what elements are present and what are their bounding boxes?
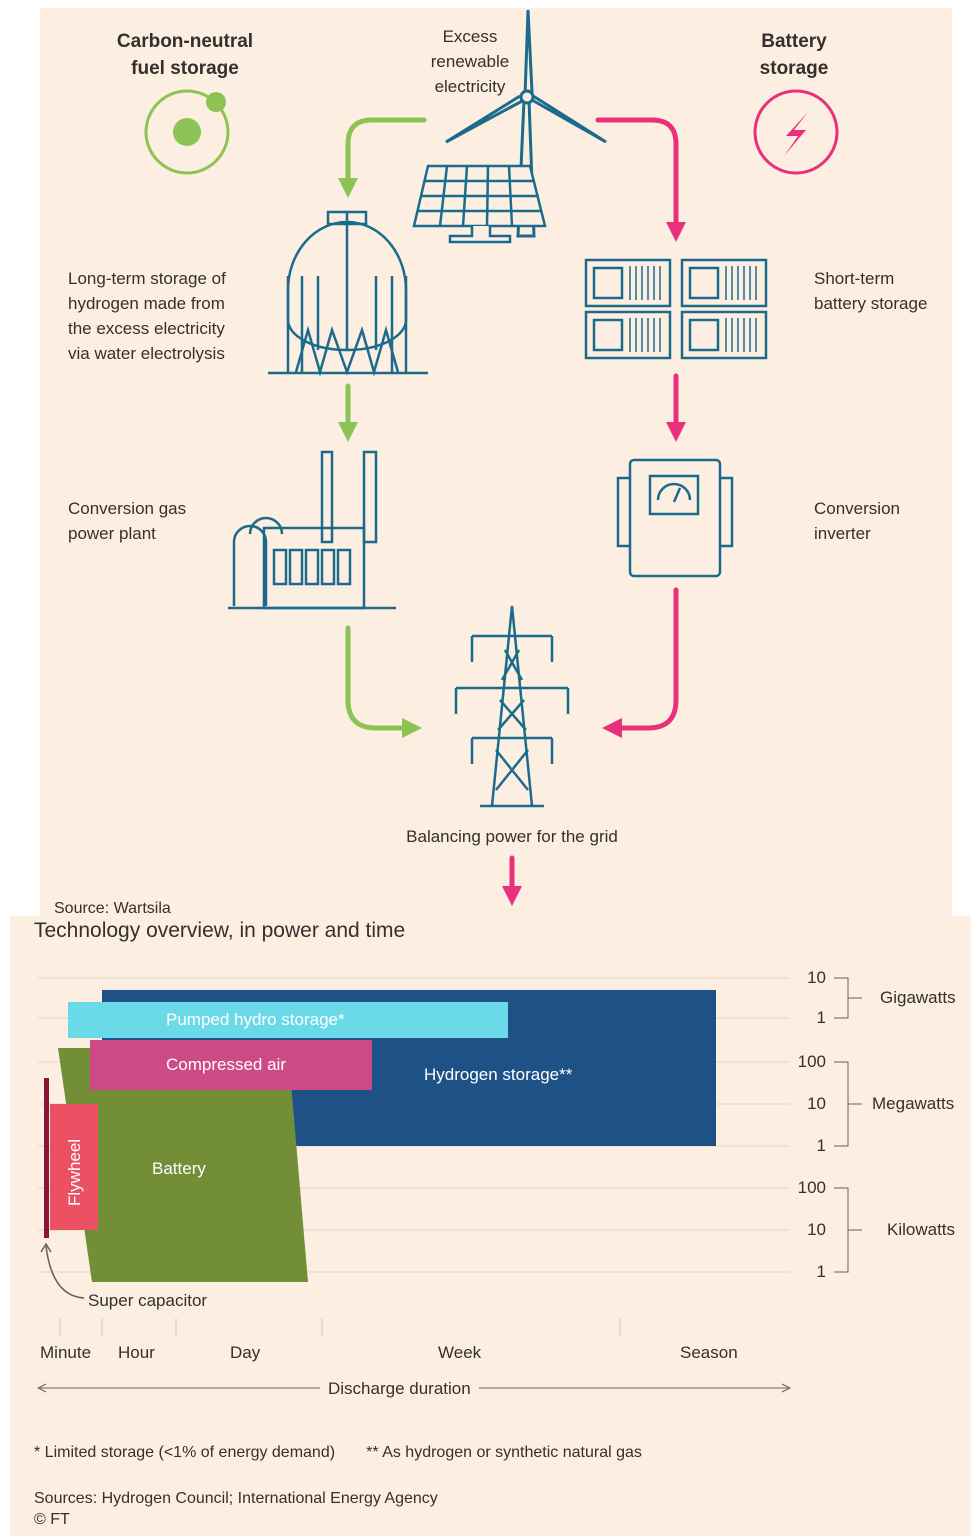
label-compressed-air: Compressed air xyxy=(166,1055,286,1074)
gas-plant-description: Conversion gas power plant xyxy=(68,499,187,543)
y-tick-label-0: 10 xyxy=(807,968,826,987)
fuel-storage-icon xyxy=(144,89,230,175)
chart-footnote: * Limited storage (<1% of energy demand)… xyxy=(34,1444,642,1461)
y-tick-label-1: 1 xyxy=(816,1008,826,1027)
excess-electricity-label: Excess renewable electricity xyxy=(430,27,510,96)
y-tick-label-4: 1 xyxy=(816,1136,826,1155)
x-tick-label-week: Week xyxy=(438,1343,482,1362)
flow-arrows xyxy=(338,117,686,906)
diagram-source: Source: Wartsila xyxy=(54,900,171,917)
inverter-description: Conversion inverter xyxy=(814,499,900,543)
label-flywheel: Flywheel xyxy=(65,1138,84,1206)
y-tick-label-3: 10 xyxy=(807,1094,826,1113)
bar-battery xyxy=(58,1048,308,1282)
chart-title: Technology overview, in power and time xyxy=(34,919,406,942)
x-tick-label-day: Day xyxy=(230,1343,261,1362)
chart-sources: Sources: Hydrogen Council; International… xyxy=(34,1490,438,1507)
solar-panel-icon xyxy=(412,164,547,244)
y-tick-label-2: 100 xyxy=(797,1052,826,1071)
bar-flywheel xyxy=(50,1104,98,1230)
x-axis-label: Discharge duration xyxy=(320,1376,479,1401)
power-pylon-icon xyxy=(454,605,570,808)
y-tick-label-6: 10 xyxy=(807,1220,826,1239)
x-tick-label-minute: Minute xyxy=(40,1343,92,1362)
bar-super-capacitor xyxy=(44,1078,49,1238)
fuel-storage-heading: Carbon-neutral fuel storage xyxy=(116,31,254,79)
x-axis-left-arrow xyxy=(36,1383,47,1393)
battery-storage-description: Short-term battery storage xyxy=(814,269,928,313)
hydrogen-tank-icon xyxy=(268,210,428,377)
y-bracket-megawatts xyxy=(834,1061,862,1147)
y-group-label-megawatts: Megawatts xyxy=(872,1094,955,1113)
inverter-icon xyxy=(616,458,734,578)
bar-compressed-air xyxy=(90,1040,372,1090)
y-group-label-kilowatts: Kilowatts xyxy=(887,1220,956,1239)
label-battery: Battery xyxy=(152,1159,206,1178)
super-capacitor-pointer-head xyxy=(40,1242,52,1253)
y-tick-label-5: 100 xyxy=(797,1178,826,1197)
y-group-label-gigawatts: Gigawatts xyxy=(880,988,956,1007)
copyright: © FT xyxy=(34,1511,70,1528)
y-tick-label-7: 1 xyxy=(816,1262,826,1281)
battery-storage-heading: Battery storage xyxy=(759,31,829,79)
label-pumped-hydro: Pumped hydro storage* xyxy=(166,1010,345,1029)
label-hydrogen-storage: Hydrogen storage** xyxy=(424,1065,573,1084)
y-bracket-kilowatts xyxy=(834,1187,862,1273)
y-bracket-gigawatts xyxy=(834,977,862,1019)
super-capacitor-pointer xyxy=(45,1245,85,1299)
label-super-capacitor: Super capacitor xyxy=(88,1291,208,1310)
battery-packs-icon xyxy=(584,258,768,360)
grid-label: Balancing power for the grid xyxy=(406,827,618,846)
bar-pumped-hydro xyxy=(68,1002,508,1038)
hydrogen-storage-description: Long-term storage of hydrogen made from … xyxy=(68,269,226,363)
x-axis-right-arrow xyxy=(781,1383,792,1393)
gas-power-plant-icon xyxy=(228,450,396,610)
x-tick-label-hour: Hour xyxy=(118,1343,155,1362)
x-tick-label-season: Season xyxy=(680,1343,738,1362)
lightning-icon xyxy=(753,89,839,175)
